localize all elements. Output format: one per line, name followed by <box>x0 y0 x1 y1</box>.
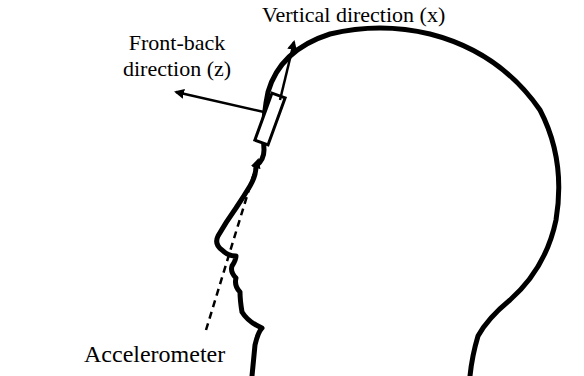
part-label: Accelerometer <box>84 340 284 369</box>
head-outline <box>217 28 559 376</box>
accelerometer-box <box>255 93 285 145</box>
axis-label: Vertical direction (x) <box>262 2 580 28</box>
vertical-arrow <box>280 42 294 100</box>
accelerometer-pointer <box>206 160 258 330</box>
front-back-arrow <box>176 92 264 112</box>
axis-label: Front-back direction (z) <box>112 30 242 83</box>
